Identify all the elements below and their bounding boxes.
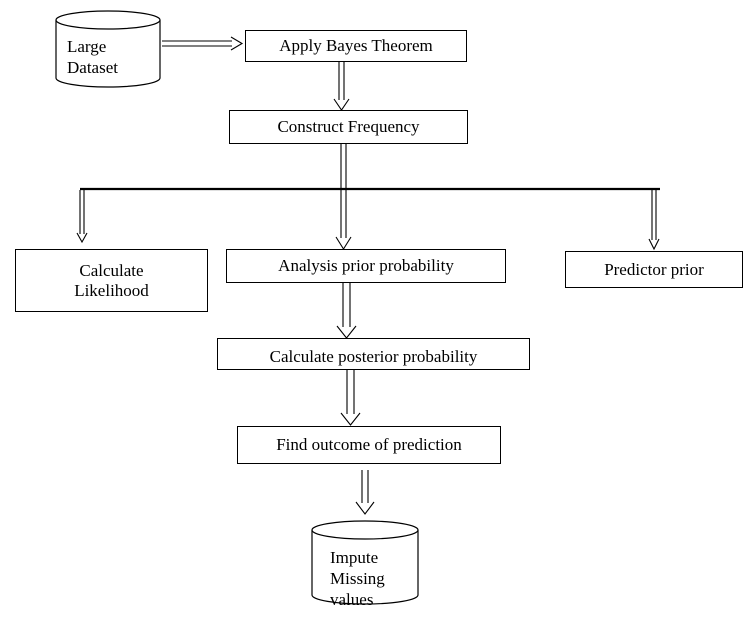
apply-bayes-box: Apply Bayes Theorem — [245, 30, 467, 62]
calculate-posterior-box: Calculate posterior probability — [217, 338, 530, 370]
arrow-bayes-to-construct — [333, 62, 350, 111]
arrow-analysis-to-posterior — [336, 283, 357, 339]
arrow-outcome-to-impute — [355, 470, 375, 515]
large-dataset-label: Large Dataset — [67, 37, 118, 77]
arrow-to-likelihood — [76, 190, 88, 244]
predictor-prior-label: Predictor prior — [604, 259, 704, 279]
calculate-posterior-label: Calculate posterior probability — [269, 347, 478, 366]
arrow-posterior-to-outcome — [340, 370, 361, 426]
construct-frequency-box: Construct Frequency — [229, 110, 468, 144]
analysis-prior-label: Analysis prior probability — [278, 256, 454, 275]
find-outcome-box: Find outcome of prediction — [237, 426, 501, 464]
arrow-dataset-to-bayes — [162, 36, 244, 51]
arrow-construct-to-analysis — [335, 144, 352, 251]
impute-missing-label: Impute Missing values — [330, 548, 385, 609]
apply-bayes-label: Apply Bayes Theorem — [279, 36, 433, 55]
calculate-likelihood-label: Calculate Likelihood — [74, 260, 149, 300]
calculate-likelihood-box: Calculate Likelihood — [15, 249, 208, 312]
impute-missing-cylinder — [311, 520, 419, 605]
arrow-to-predictor — [648, 190, 660, 251]
analysis-prior-box: Analysis prior probability — [226, 249, 506, 283]
predictor-prior-box: Predictor prior — [565, 251, 743, 288]
large-dataset-cylinder — [55, 10, 161, 88]
find-outcome-label: Find outcome of prediction — [276, 435, 462, 454]
construct-frequency-label: Construct Frequency — [277, 117, 420, 136]
